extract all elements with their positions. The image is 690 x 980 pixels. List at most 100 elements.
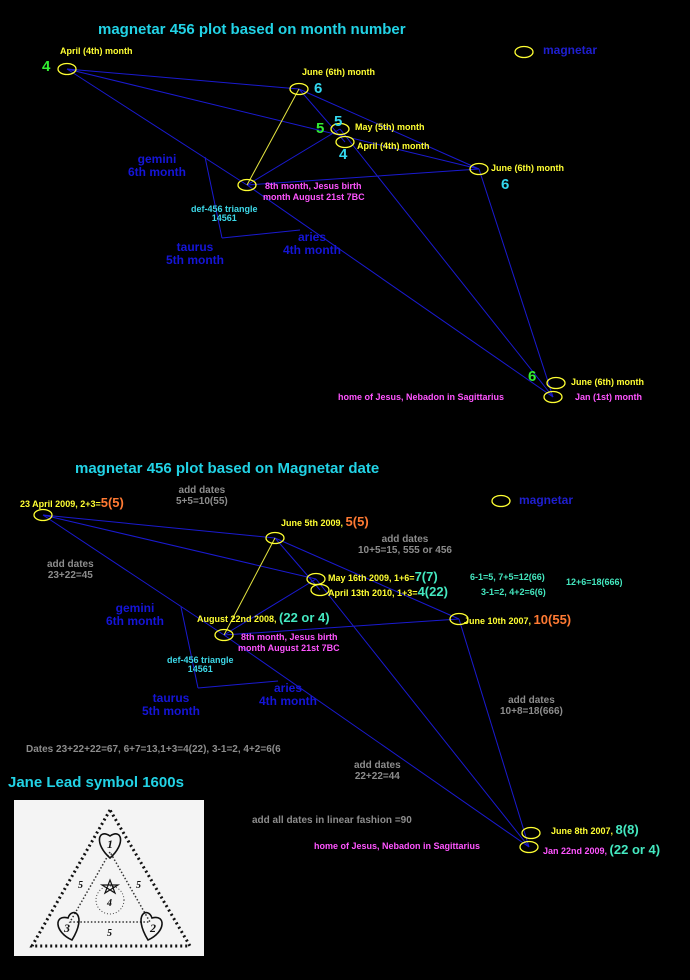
symbol-number-5-left: 5	[78, 880, 83, 891]
star-shape	[99, 878, 121, 895]
bottom-dates-sum: Dates 23+22+22=67, 6+7=13,1+3=4(22), 3-1…	[26, 744, 281, 755]
bottom-node-jan	[519, 840, 539, 854]
top-edge	[66, 68, 480, 170]
june-2007b-value: 8(8)	[615, 822, 639, 837]
top-edge	[221, 229, 301, 239]
bottom-magnetar-label: magnetar	[519, 493, 574, 507]
bottom-add-all-dates: add all dates in linear fashion =90	[252, 815, 412, 826]
top-node-jan	[543, 390, 563, 404]
top-node-apr2	[335, 135, 355, 149]
bottom-jesus-birth-line2: month August 21st 7BC	[238, 643, 340, 653]
bottom-yellow-edge	[223, 537, 276, 636]
top-number-6-green: 6	[528, 368, 537, 385]
top-node-jun2	[469, 162, 489, 176]
top-june-label-3: June (6th) month	[571, 377, 644, 387]
top-node-apr	[57, 62, 77, 76]
jan-2009-value: (22 or 4)	[609, 842, 661, 857]
bottom-edge	[274, 537, 321, 591]
april-2009-value: 5(5)	[100, 495, 124, 510]
bottom-june-2007-label: June 10th 2007, 10(55)	[464, 613, 571, 627]
april-2009-text: 23 April 2009, 2+3=	[20, 499, 101, 509]
top-jan-label: Jan (1st) month	[575, 392, 643, 402]
bottom-jan-2009-label: Jan 22nd 2009, (22 or 4)	[543, 843, 660, 857]
bottom-add-dates-4: add dates 10+8=18(666)	[500, 695, 563, 717]
top-jesus-birth-line1: 8th month, Jesus birth	[265, 181, 362, 191]
bottom-april-2010-extra: 3-1=2, 4+2=6(6)	[481, 587, 546, 597]
jane-lead-symbol-drawing: 1 3 2 5 5 5 4	[29, 807, 193, 948]
inner-triangle	[68, 850, 152, 923]
dotted-triangle	[29, 807, 193, 948]
bottom-edge	[458, 618, 530, 848]
symbol-number-1: 1	[107, 837, 113, 851]
bottom-jesus-birth-line1: 8th month, Jesus birth	[241, 632, 338, 642]
top-june-label-2: June (6th) month	[491, 163, 564, 173]
june-2007b-text: June 8th 2007,	[551, 826, 616, 836]
top-april-label: April (4th) month	[60, 46, 133, 56]
june-2009-value: 5(5)	[345, 514, 369, 529]
top-node-jun1	[289, 82, 309, 96]
bottom-edge	[223, 618, 460, 636]
ellipse-group	[33, 45, 566, 854]
blue-line-group	[42, 68, 554, 848]
bottom-may-2009-extra: 6-1=5, 7+5=12(66)	[470, 572, 545, 582]
top-number-6-b: 6	[501, 176, 510, 193]
bottom-node-jun	[265, 531, 285, 545]
bottom-add-dates-2: add dates 10+5=15, 555 or 456	[358, 534, 452, 556]
bottom-sum-666: 12+6=18(666)	[566, 577, 623, 587]
top-home-jesus-label: home of Jesus, Nebadon in Sagittarius	[338, 392, 505, 402]
bottom-edge	[315, 578, 530, 848]
top-edge	[246, 184, 554, 398]
april-2010-value: 4(22)	[417, 584, 448, 599]
top-edge	[339, 128, 554, 398]
bottom-node-aug	[214, 628, 234, 642]
aug-2008-value: (22 or 4)	[279, 610, 330, 625]
top-number-4-cyan: 4	[339, 146, 348, 163]
june-2007-value: 10(55)	[533, 612, 572, 627]
bottom-add-dates-1: add dates 5+5=10(55)	[176, 485, 228, 507]
june-2007-text: June 10th 2007,	[464, 616, 534, 626]
top-edge	[66, 68, 248, 186]
top-def-triangle-label: def-456 triangle 14561	[191, 204, 258, 224]
bottom-node-jun3	[521, 826, 541, 840]
jan-2009-text: Jan 22nd 2009,	[543, 846, 610, 856]
bottom-edge	[223, 634, 530, 848]
may-2009-value: 7(7)	[414, 569, 438, 584]
top-may-label: May (5th) month	[355, 122, 425, 132]
top-june-label-1: June (6th) month	[302, 67, 375, 77]
top-node-may	[330, 122, 350, 136]
top-gemini-label: gemini 6th month	[128, 152, 186, 179]
top-node-aug	[237, 178, 257, 192]
symbol-number-5-bottom: 5	[107, 928, 112, 939]
top-number-5-green: 5	[316, 120, 325, 137]
bottom-node-jun2	[449, 612, 469, 626]
bottom-gemini-label: gemini 6th month	[106, 601, 164, 628]
symbol-number-3: 3	[63, 921, 70, 935]
bottom-edge	[42, 514, 276, 539]
bottom-node-apr	[33, 508, 53, 522]
yellow-line-group	[223, 88, 300, 636]
top-edge	[298, 88, 346, 143]
top-node-mag	[514, 45, 534, 59]
top-number-4-green: 4	[42, 58, 51, 75]
bottom-june-2007b-label: June 8th 2007, 8(8)	[551, 823, 639, 837]
jane-lead-title: Jane Lead symbol 1600s	[8, 774, 184, 791]
bottom-aug-2008-label: August 22nd 2008, (22 or 4)	[197, 611, 330, 625]
bottom-aries-label: aries 4th month	[259, 681, 317, 708]
bottom-title: magnetar 456 plot based on Magnetar date	[75, 460, 380, 477]
jane-lead-symbol-image: 1 3 2 5 5 5 4	[14, 800, 204, 956]
bottom-add-dates-5: add dates 22+22=44	[354, 760, 401, 782]
bottom-add-dates-3: add dates 23+22=45	[47, 559, 94, 581]
may-2009-text: May 16th 2009, 1+6=	[328, 573, 415, 583]
bottom-edge	[42, 514, 225, 636]
bottom-node-mag	[491, 494, 511, 508]
top-yellow-edge	[246, 88, 300, 186]
heart-top	[98, 833, 122, 860]
bottom-edge	[180, 606, 199, 689]
bottom-may-2009-label: May 16th 2009, 1+6=7(7)	[328, 570, 438, 584]
bottom-edge	[42, 514, 317, 580]
april-2010-text: April 13th 2010, 1+3=	[328, 588, 418, 598]
aug-2008-text: August 22nd 2008,	[197, 614, 280, 624]
top-edge	[246, 168, 480, 186]
top-jesus-birth-line2: month August 21st 7BC	[263, 192, 365, 202]
